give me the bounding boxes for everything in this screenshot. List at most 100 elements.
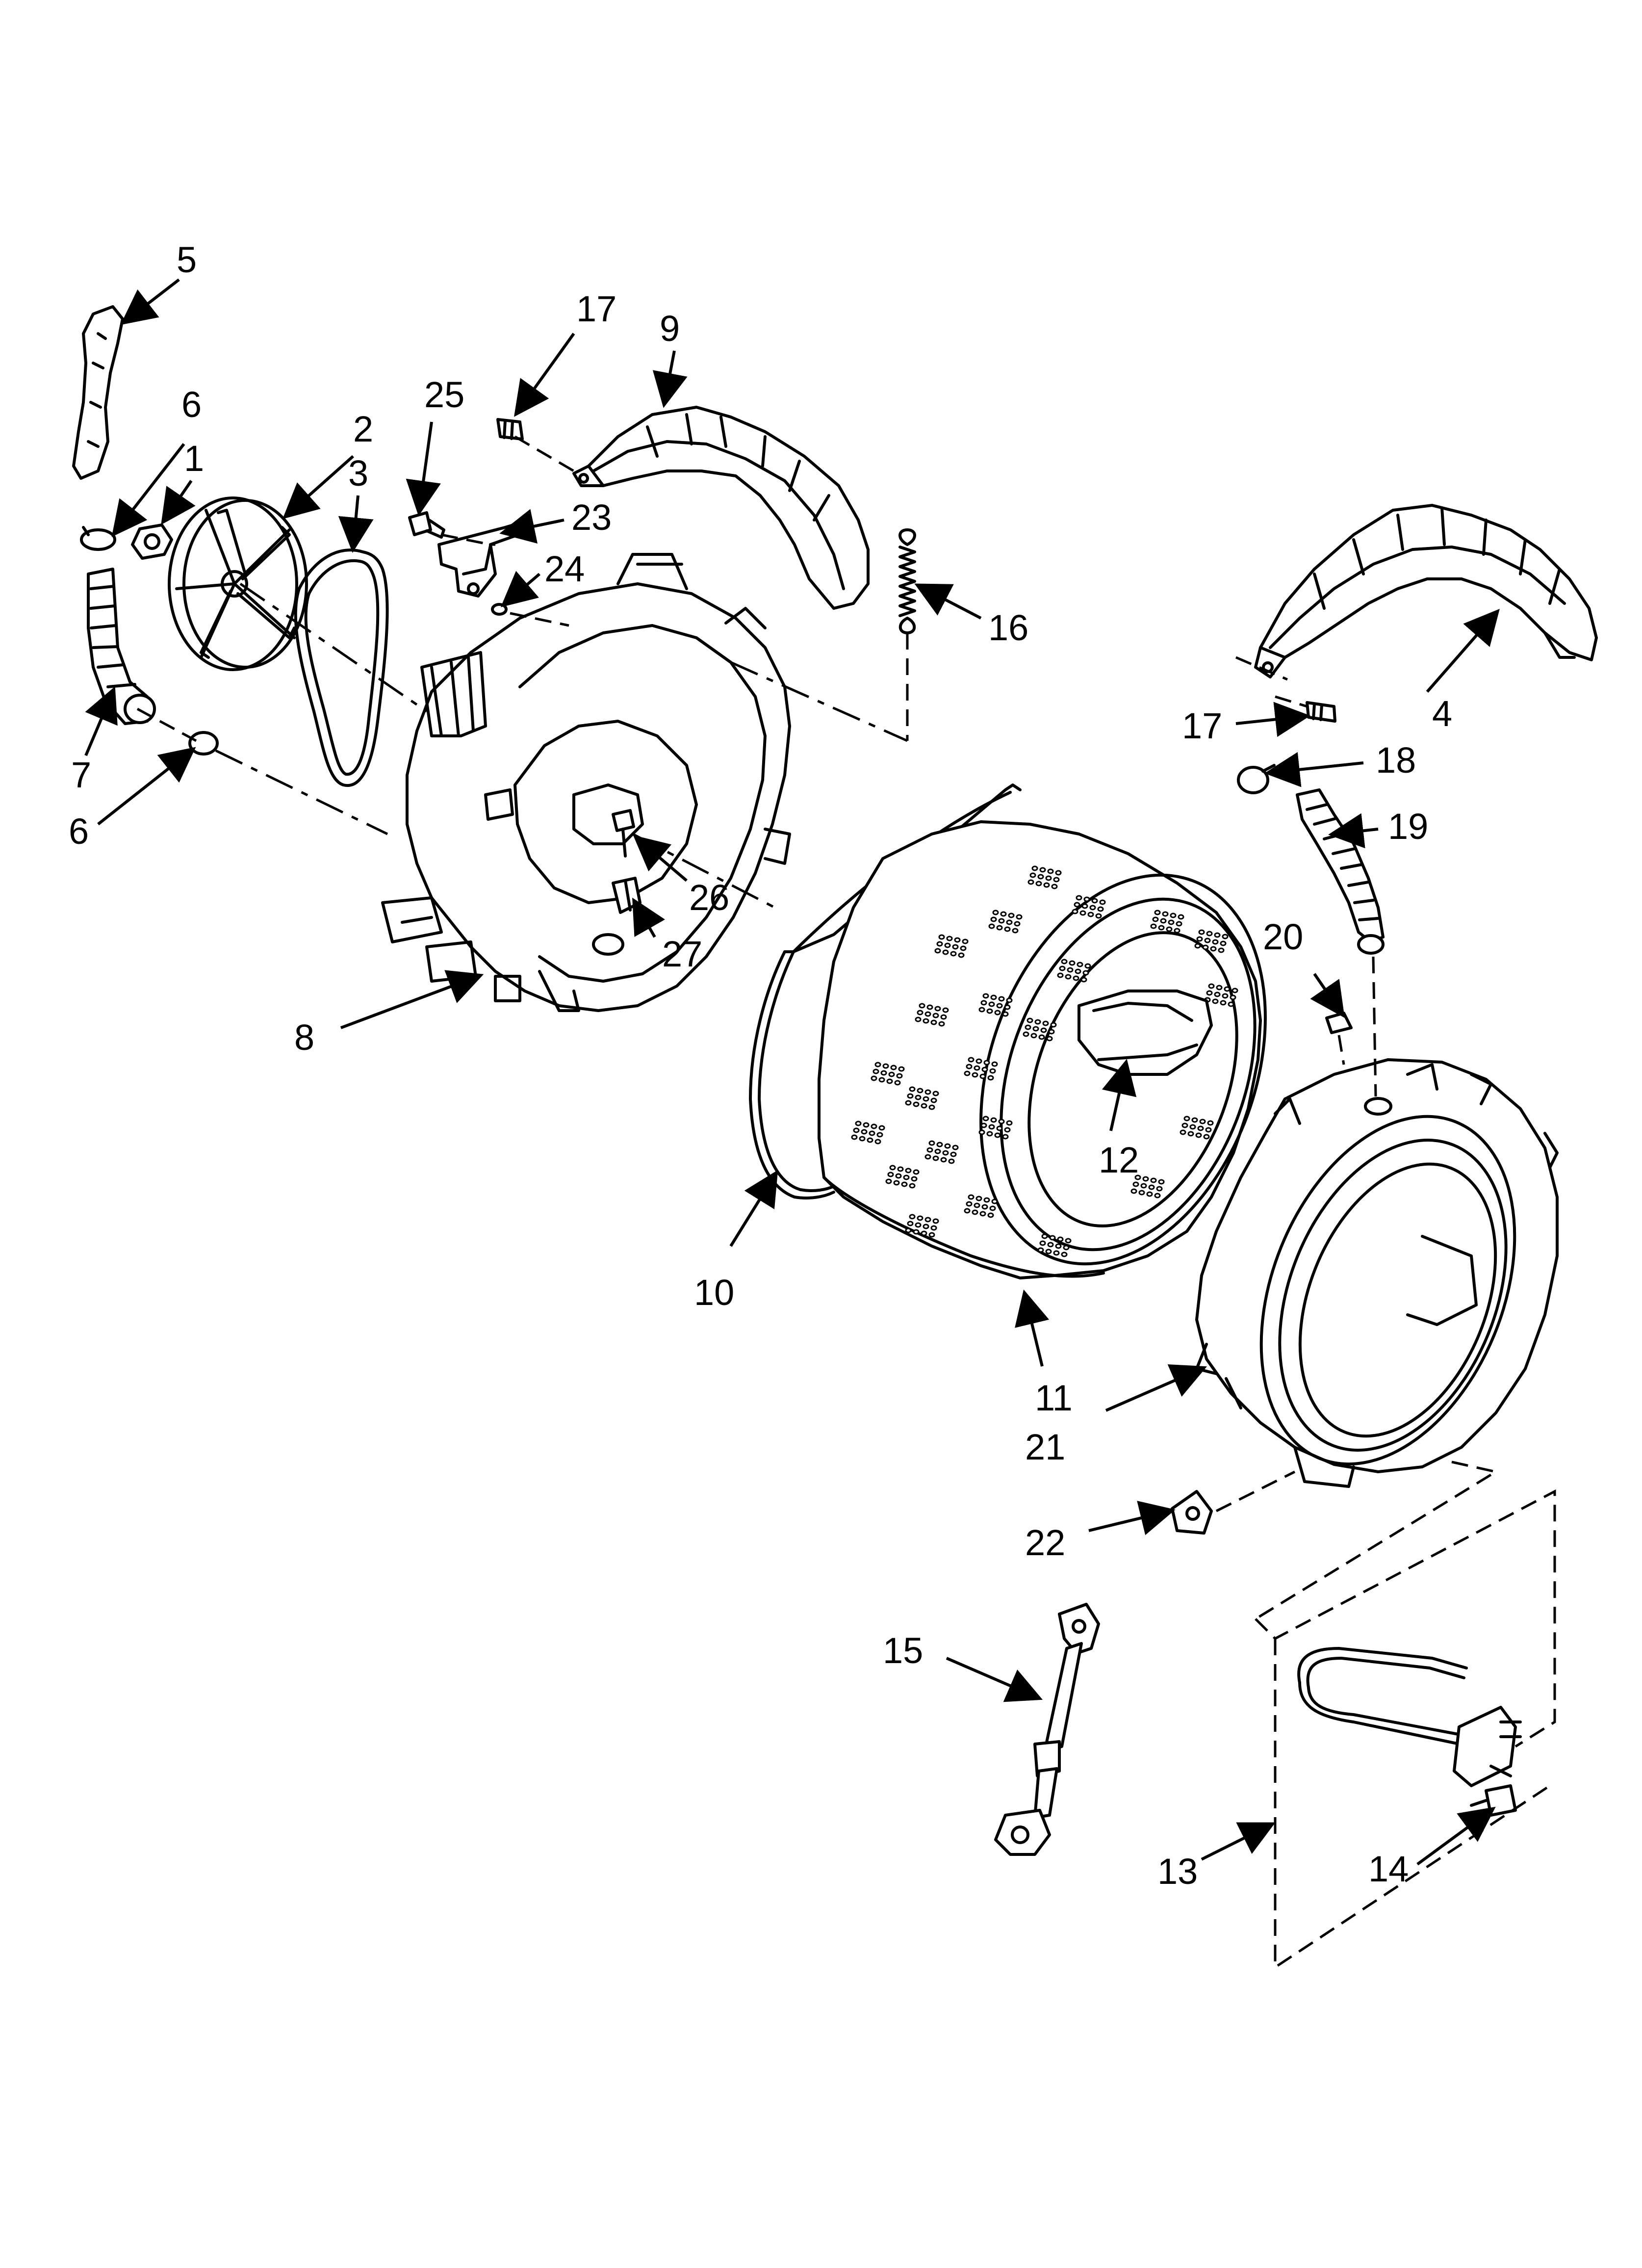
drum-hole (950, 951, 957, 957)
drum-hole (934, 948, 941, 954)
drum-hole (1168, 919, 1175, 925)
drum-hole (1053, 877, 1060, 883)
drum-hole (913, 1169, 920, 1175)
drum-hole (917, 1215, 924, 1221)
drum-hole (928, 1104, 935, 1110)
drum-hole (1216, 985, 1223, 991)
drum-hole (1075, 968, 1081, 974)
part-14-sensor (1470, 1784, 1517, 1817)
drum-hole (1154, 910, 1161, 915)
drum-hole (1214, 932, 1221, 938)
drum-hole (998, 1119, 1005, 1124)
part-4-counterweight (1254, 504, 1598, 678)
drum-hole (1067, 967, 1074, 973)
drum-hole (1053, 1250, 1060, 1256)
drum-perforations (851, 865, 1238, 1257)
drum-hole (1083, 896, 1090, 902)
drum-hole (990, 1117, 997, 1123)
drum-hole (1158, 925, 1165, 931)
drum-hole (983, 1060, 990, 1066)
drum-hole (990, 994, 997, 1000)
callout-1: 1 (184, 438, 204, 479)
part-15-shock-absorber (994, 1603, 1100, 1856)
drum-hole (909, 1086, 916, 1092)
part-16-suspension-spring (898, 528, 916, 634)
drum-hole (1224, 986, 1231, 992)
part-25-screw (408, 511, 445, 539)
drum-hole (1061, 1251, 1068, 1257)
drum-hole (1154, 1193, 1161, 1199)
drum-hole (894, 1080, 901, 1086)
drum-hole (942, 949, 949, 955)
drum-hole (1206, 990, 1213, 996)
drum-hole (924, 1217, 931, 1223)
drum-hole (1095, 913, 1102, 919)
drum-hole (980, 1000, 987, 1006)
drum-hole (1030, 1033, 1037, 1039)
drum-hole (975, 1058, 982, 1064)
drum-hole (1031, 865, 1038, 871)
drum-hole (1087, 912, 1094, 917)
callout-15: 15 (883, 1630, 923, 1671)
drum-hole (1208, 983, 1215, 989)
drum-hole (996, 925, 1003, 931)
drum-hole (1183, 1116, 1190, 1121)
drum-hole (994, 1132, 1001, 1138)
drum-hole (915, 1222, 922, 1228)
drum-hole (996, 1003, 1003, 1009)
drum-hole (1197, 1125, 1204, 1131)
drum-hole (897, 1166, 904, 1172)
drum-hole (1097, 906, 1104, 912)
drum-hole (1162, 911, 1169, 917)
part-18-hose-clamp (1237, 764, 1276, 794)
drum-hole (960, 945, 967, 951)
part-8-rear-tub (381, 553, 791, 1012)
drum-hole (1014, 921, 1021, 927)
drum-hole (1051, 884, 1058, 889)
drum-hole (896, 1073, 903, 1079)
drum-hole (942, 1007, 949, 1013)
drum-hole (981, 1067, 988, 1072)
drum-hole (1080, 977, 1087, 983)
callout-25: 25 (424, 374, 464, 415)
drum-hole (932, 1155, 939, 1161)
drum-hole (1091, 898, 1098, 904)
drum-hole (1089, 905, 1096, 911)
callout-20: 20 (1263, 916, 1303, 957)
drum-hole (1016, 914, 1023, 920)
drum-hole (923, 1018, 929, 1024)
drum-hole (944, 942, 951, 948)
drum-hole (1035, 881, 1042, 886)
callout-labels: 5 6 1 2 3 7 6 25 17 9 23 24 16 26 27 8 1… (69, 239, 1452, 1892)
drum-hole (917, 1010, 924, 1016)
drum-hole (1082, 970, 1089, 976)
callout-8: 8 (294, 1017, 314, 1058)
drum-hole (923, 1224, 929, 1229)
drum-hole (1189, 1124, 1196, 1130)
callout-17-right: 17 (1182, 705, 1222, 746)
drum-hole (1039, 867, 1046, 873)
drum-hole (988, 923, 995, 929)
drum-hole (1204, 938, 1211, 943)
drum-hole (966, 1201, 973, 1207)
drum-hole (1205, 1127, 1212, 1133)
drum-hole (1170, 912, 1177, 918)
drum-hole (872, 1069, 879, 1074)
drum-hole (979, 1211, 986, 1217)
drum-hole (1004, 1004, 1011, 1010)
drum-hole (1203, 1134, 1210, 1140)
part-20-clip (1325, 1012, 1353, 1034)
drum-hole (1176, 921, 1182, 927)
part-3-drive-belt (294, 548, 389, 787)
drum-hole (915, 1017, 922, 1022)
drum-hole (1006, 1120, 1013, 1126)
drum-hole (1002, 1134, 1009, 1140)
drum-hole (1077, 962, 1083, 967)
drum-hole (980, 1122, 987, 1128)
drum-hole (1206, 931, 1213, 937)
drum-hole (930, 1097, 937, 1103)
drum-hole (1199, 1119, 1206, 1124)
drum-hole (928, 1140, 935, 1146)
drum-hole (978, 1007, 985, 1013)
callout-10: 10 (694, 1272, 734, 1313)
